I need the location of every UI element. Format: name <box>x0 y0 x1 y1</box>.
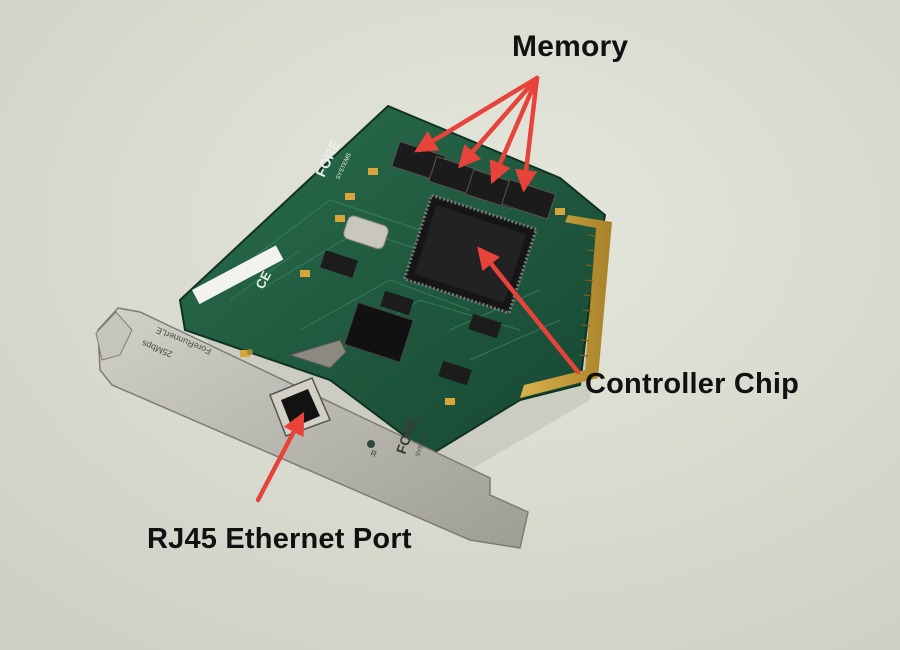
controller-chip-arrow <box>477 246 581 375</box>
capacitors <box>240 168 565 405</box>
serial-label-sticker <box>191 245 284 305</box>
controller-chip <box>402 193 539 315</box>
pci-edge-connector <box>520 215 612 398</box>
rj45-port-label: RJ45 Ethernet Port <box>147 523 412 555</box>
controller-chip-label: Controller Chip <box>585 368 800 400</box>
rj45-port-arrow <box>255 412 305 503</box>
bracket-tab <box>95 311 133 361</box>
memory-arrow-4 <box>514 75 540 193</box>
memory-arrows <box>414 75 540 193</box>
memory-label: Memory <box>512 30 629 63</box>
bracket-r-text: R <box>369 449 378 460</box>
metal-bracket <box>97 307 529 549</box>
memory-arrow-2 <box>458 75 540 169</box>
pulse-transformer <box>343 301 414 363</box>
bracket-screw-hole <box>247 349 253 355</box>
connector-pins <box>579 234 597 357</box>
small-ics <box>320 250 502 386</box>
memory-arrow-3 <box>489 75 540 185</box>
crystal-oscillator <box>343 215 389 250</box>
memory-arrow-1 <box>414 75 540 153</box>
bracket-led-hole <box>367 440 375 448</box>
